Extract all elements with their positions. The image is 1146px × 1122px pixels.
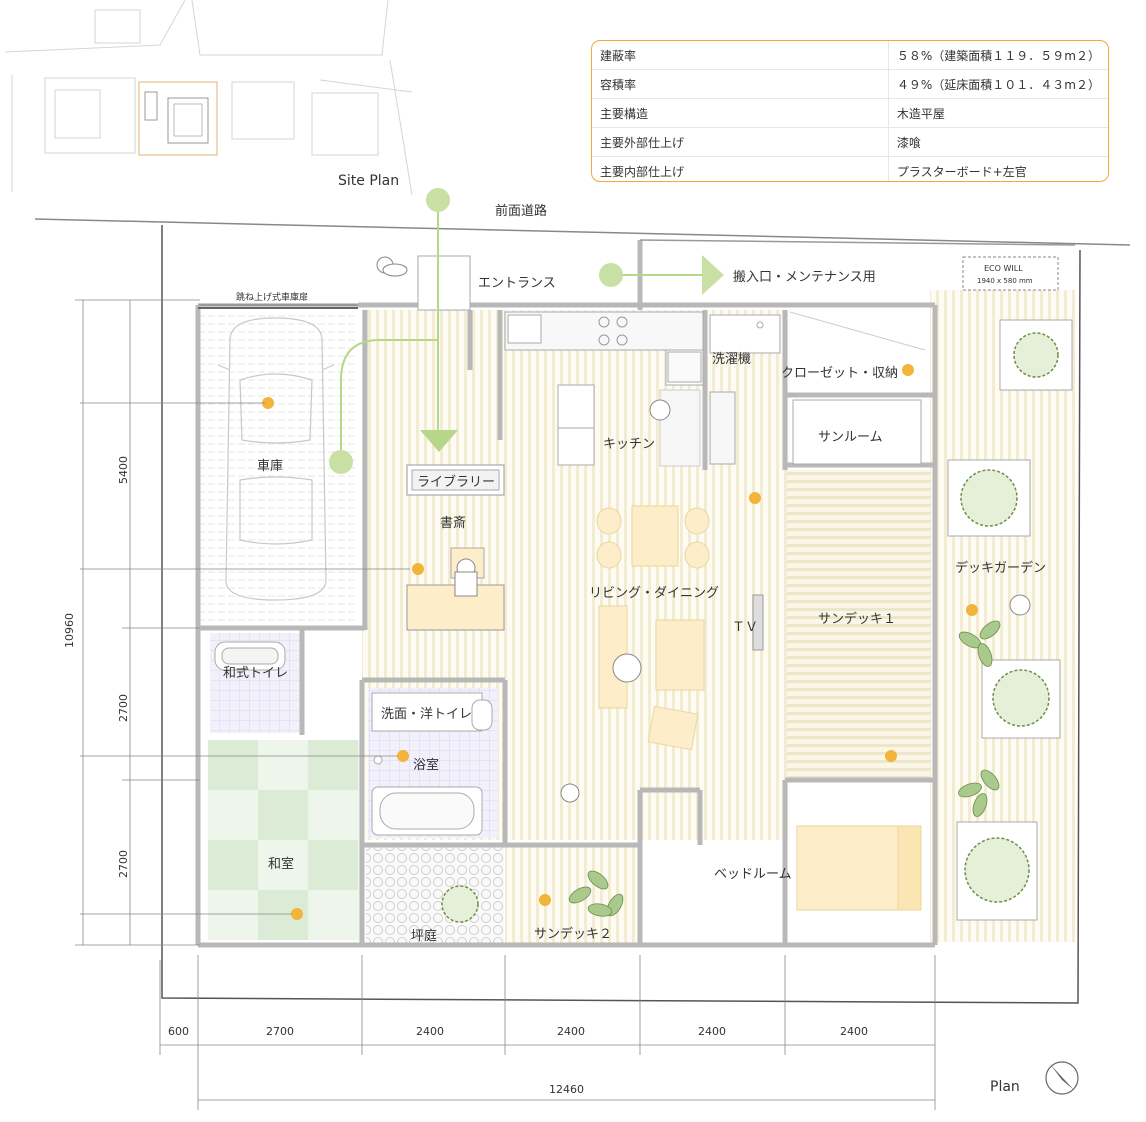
people bbox=[376, 256, 1031, 803]
walls bbox=[195, 239, 1076, 948]
deck1-floor bbox=[787, 470, 932, 780]
spec-value: 木造平屋 bbox=[887, 98, 1108, 128]
spec-value: ５８%（建築面積１１９．５９m２） bbox=[887, 41, 1108, 70]
circulation-arrows bbox=[329, 188, 724, 474]
dim-h-3: 2400 bbox=[416, 1025, 444, 1038]
label-deck-garden: デッキガーデン bbox=[955, 560, 1046, 576]
label-garage-door: 跳ね上げ式車庫扉 bbox=[236, 291, 308, 303]
tatami bbox=[208, 740, 363, 940]
label-bedroom: ベッドルーム bbox=[714, 867, 792, 882]
spec-value: ４９%（延床面積１０１．４３m２） bbox=[887, 69, 1108, 99]
dimension-lines bbox=[75, 299, 936, 1110]
spec-row: 主要構造 木造平屋 bbox=[592, 98, 1108, 128]
dim-v-3: 2700 bbox=[117, 850, 130, 878]
label-garage: 車庫 bbox=[257, 459, 283, 474]
label-sundeck1: サンデッキ１ bbox=[818, 611, 896, 627]
dim-h-6: 2400 bbox=[840, 1025, 868, 1038]
spec-row: 主要内部仕上げ プラスターボード+左官 bbox=[592, 156, 1108, 181]
spec-row: 建蔽率 ５８%（建築面積１１９．５９m２） bbox=[592, 41, 1108, 70]
spec-label: 主要内部仕上げ bbox=[600, 164, 685, 179]
dim-h-4: 2400 bbox=[557, 1025, 585, 1038]
entry-floor bbox=[358, 255, 640, 310]
spec-label: 主要外部仕上げ bbox=[592, 127, 889, 157]
dim-v-2: 2700 bbox=[117, 694, 130, 722]
road-label: 前面道路 bbox=[495, 203, 547, 219]
plan-label: Plan bbox=[990, 1079, 1020, 1095]
north-arrow-icon bbox=[1045, 1061, 1079, 1095]
eco-will-name: ECO WILL bbox=[984, 264, 1023, 273]
eco-will-box bbox=[962, 256, 1059, 291]
spec-label: 建蔽率 bbox=[592, 41, 889, 70]
car bbox=[217, 317, 335, 601]
spec-value: プラスターボード+左官 bbox=[887, 156, 1108, 181]
label-service: 搬入口・メンテナンス用 bbox=[733, 270, 876, 285]
label-library: ライブラリー bbox=[417, 474, 495, 490]
site-plan-label: Site Plan bbox=[338, 173, 399, 189]
dim-h-total: 12460 bbox=[549, 1083, 584, 1096]
label-sundeck2: サンデッキ２ bbox=[534, 926, 612, 942]
dim-v-total: 10960 bbox=[63, 613, 76, 648]
label-closet: クローゼット・収納 bbox=[781, 366, 898, 381]
light-markers bbox=[262, 364, 978, 920]
label-tv: ＴＶ bbox=[732, 620, 758, 635]
label-washroom: 洗面・洋トイレ bbox=[381, 707, 472, 722]
spec-label: 容積率 bbox=[592, 69, 889, 99]
label-sunroom: サンルーム bbox=[818, 430, 883, 445]
plants bbox=[441, 319, 1073, 923]
dim-h-5: 2400 bbox=[698, 1025, 726, 1038]
label-laundry: 洗濯機 bbox=[712, 352, 751, 367]
fixtures bbox=[198, 255, 926, 911]
dim-v-1: 5400 bbox=[117, 456, 130, 484]
label-tsuboniwa: 坪庭 bbox=[411, 928, 437, 944]
dim-h-1: 600 bbox=[168, 1025, 189, 1038]
spec-label: 主要構造 bbox=[592, 98, 889, 128]
label-bath: 浴室 bbox=[413, 757, 439, 773]
dim-h-2: 2700 bbox=[266, 1025, 294, 1038]
spec-table: 建蔽率 ５８%（建築面積１１９．５９m２） 容積率 ４９%（延床面積１０１．４３… bbox=[591, 40, 1109, 182]
label-entrance: エントランス bbox=[478, 276, 556, 291]
label-kitchen: キッチン bbox=[603, 437, 655, 452]
label-living: リビング・ダイニング bbox=[589, 586, 719, 601]
tsuboniwa-floor bbox=[366, 845, 504, 945]
spec-row: 主要外部仕上げ 漆喰 bbox=[592, 127, 1108, 157]
label-study: 書斎 bbox=[440, 515, 466, 531]
site-boundary bbox=[161, 225, 1081, 1004]
site-plan bbox=[4, 0, 413, 196]
spec-value: 漆喰 bbox=[887, 127, 1108, 157]
road-line bbox=[34, 218, 1131, 246]
label-jtoilet: 和式トイレ bbox=[223, 666, 288, 681]
label-washitsu: 和室 bbox=[268, 856, 294, 872]
spec-row: 容積率 ４９%（延床面積１０１．４３m２） bbox=[592, 69, 1108, 99]
eco-will-size: 1940 x 580 mm bbox=[977, 277, 1033, 285]
